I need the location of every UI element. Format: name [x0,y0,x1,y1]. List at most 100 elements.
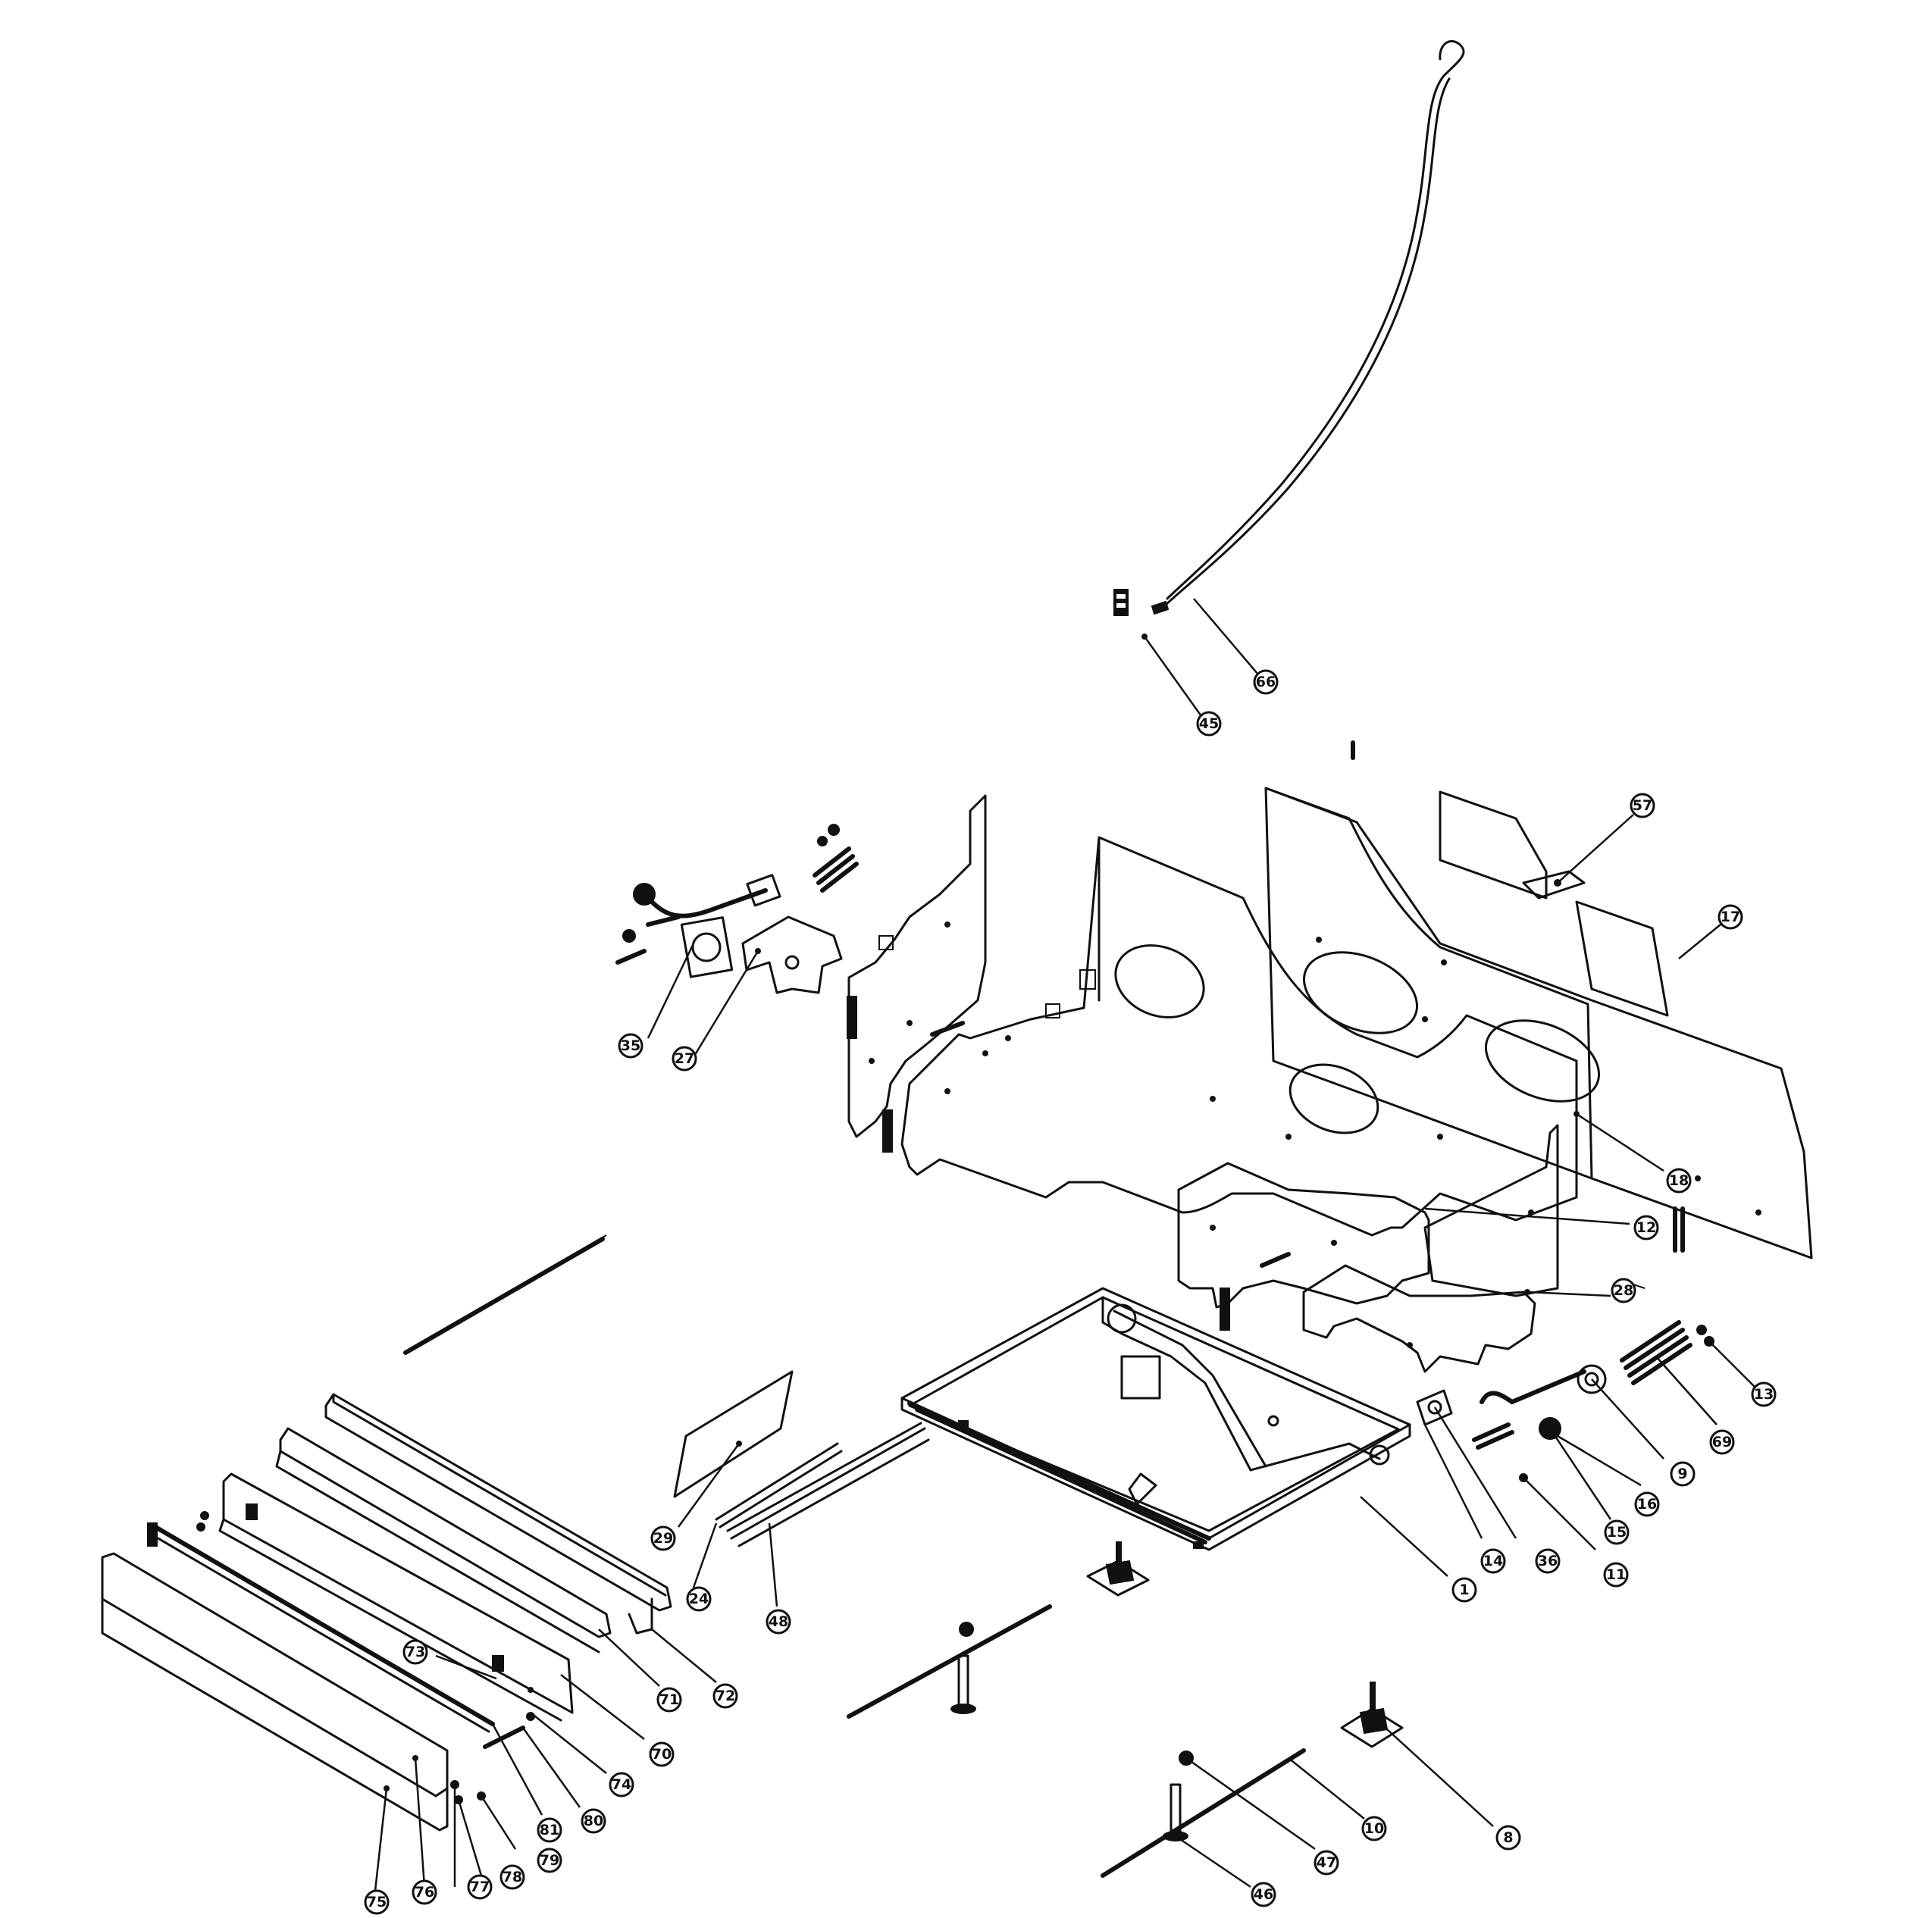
svg-text:81: 81 [540,1822,559,1838]
callout-57: 57 [1630,793,1655,818]
svg-text:71: 71 [659,1691,679,1708]
callout-47: 47 [1314,1850,1339,1876]
callout-76: 76 [412,1879,437,1905]
callout-27: 27 [672,1046,697,1072]
rear-cover-plate [1439,790,1669,1017]
callout-28: 28 [1611,1278,1636,1303]
svg-text:13: 13 [1754,1386,1774,1403]
svg-text:79: 79 [540,1852,559,1869]
svg-text:48: 48 [769,1613,788,1630]
power-cord-connector [1113,589,1148,640]
power-cord [1151,39,1465,615]
callout-9: 9 [1670,1461,1696,1487]
svg-text:27: 27 [675,1050,694,1067]
svg-text:36: 36 [1538,1553,1558,1569]
base-frame [900,1287,1411,1551]
svg-text:11: 11 [1606,1566,1626,1583]
svg-text:77: 77 [470,1879,490,1895]
svg-text:29: 29 [653,1530,673,1547]
callout-72: 72 [712,1683,738,1709]
svg-text:74: 74 [612,1776,631,1793]
callout-81: 81 [537,1817,562,1843]
svg-text:10: 10 [1364,1820,1384,1837]
callout-66: 66 [1253,669,1279,695]
right-side-panel [1177,1162,1430,1331]
left-bracket [741,915,843,994]
svg-text:75: 75 [367,1894,387,1910]
callout-74: 74 [609,1772,634,1798]
callout-73: 73 [402,1639,428,1665]
svg-text:28: 28 [1614,1282,1633,1299]
callout-13: 13 [1751,1381,1777,1407]
svg-text:80: 80 [584,1813,603,1829]
callout-45: 45 [1196,711,1222,737]
svg-text:24: 24 [689,1591,709,1607]
callout-18: 18 [1666,1168,1692,1194]
svg-text:57: 57 [1633,797,1652,814]
callout-46: 46 [1251,1882,1276,1907]
front-bar [147,1511,495,1733]
front-panel [218,1472,574,1722]
callout-36: 36 [1535,1548,1561,1574]
side-rails [1673,1206,1685,1253]
svg-text:70: 70 [652,1746,672,1763]
front-cover-lower [101,1552,449,1832]
svg-text:47: 47 [1317,1854,1336,1871]
svg-text:1: 1 [1459,1582,1469,1598]
leader-lines [374,598,1755,1891]
svg-text:66: 66 [1256,674,1276,690]
callout-35: 35 [618,1033,643,1059]
slide-rail [403,1234,930,1547]
front-trim-top [324,1393,672,1635]
svg-text:73: 73 [406,1644,425,1660]
left-side-panel [847,794,987,1153]
callout-17: 17 [1718,904,1743,930]
callout-79: 79 [537,1848,562,1873]
cabinet-frame [900,836,1578,1237]
svg-text:45: 45 [1199,715,1219,732]
leveling-foot-rear [1340,1682,1404,1748]
callout-10: 10 [1361,1816,1387,1841]
right-drive-assembly [1416,1320,1714,1482]
callout-11: 11 [1603,1562,1629,1588]
right-bracket [1302,1264,1645,1373]
callout-70: 70 [649,1741,675,1767]
svg-text:12: 12 [1636,1219,1656,1236]
callout-12: 12 [1633,1215,1659,1241]
svg-text:8: 8 [1503,1829,1513,1846]
callout-71: 71 [656,1687,682,1713]
left-drive-assembly [615,824,859,978]
callout-69: 69 [1709,1429,1735,1455]
callout-78: 78 [499,1864,525,1890]
leveling-foot-front [1086,1541,1150,1597]
svg-text:72: 72 [715,1688,735,1704]
front-trim-middle [275,1427,612,1654]
svg-text:69: 69 [1712,1434,1732,1450]
callout-48: 48 [766,1609,791,1635]
svg-text:76: 76 [415,1884,434,1901]
callout-16: 16 [1634,1491,1660,1517]
svg-text:14: 14 [1483,1553,1503,1569]
right-outer-panel [1423,1124,1559,1297]
callout-8: 8 [1495,1825,1521,1851]
svg-text:16: 16 [1637,1496,1657,1513]
callout-15: 15 [1604,1519,1630,1545]
callout-75: 75 [364,1889,390,1915]
svg-text:9: 9 [1677,1466,1687,1482]
svg-text:18: 18 [1669,1172,1689,1189]
callout-14: 14 [1480,1548,1506,1574]
svg-text:35: 35 [621,1037,640,1054]
svg-text:17: 17 [1721,909,1740,925]
callout-1: 1 [1451,1577,1477,1603]
svg-text:78: 78 [503,1869,522,1885]
svg-text:15: 15 [1607,1524,1627,1541]
callout-24: 24 [686,1586,712,1612]
svg-text:46: 46 [1254,1886,1273,1903]
rail-plate [673,1370,794,1498]
callout-29: 29 [650,1525,676,1551]
callout-80: 80 [581,1808,606,1834]
callout-77: 77 [467,1874,493,1900]
axle-front [847,1604,1052,1719]
